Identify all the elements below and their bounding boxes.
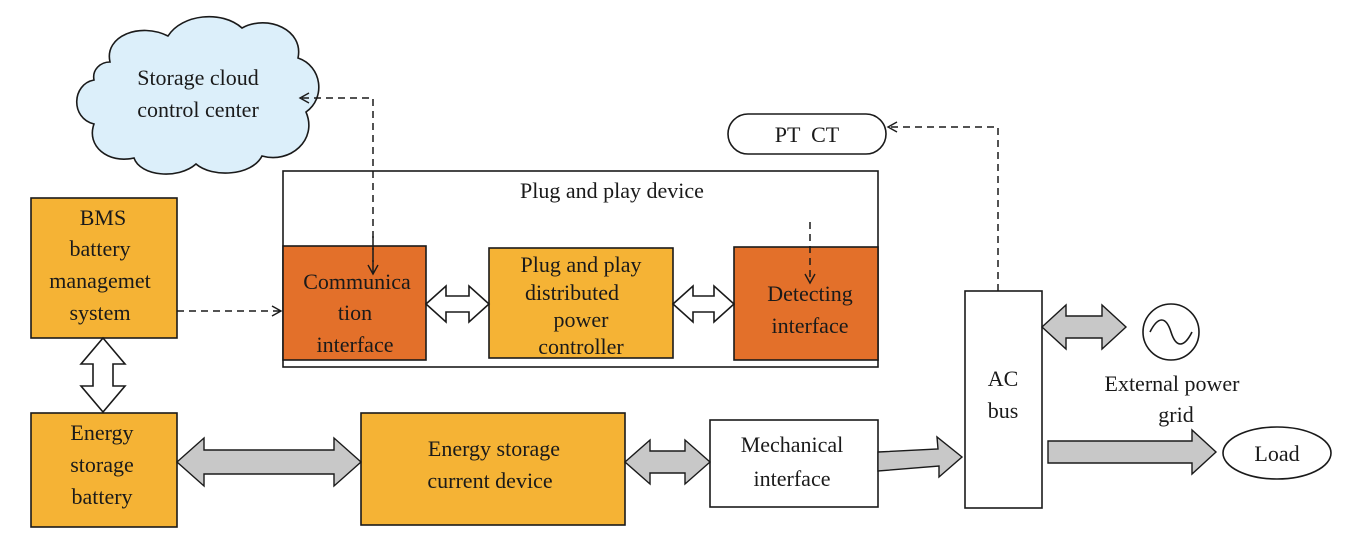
bms-box: BMS battery managemet system [30,197,178,339]
storage-cloud-control-center: Storage cloud control center [75,15,320,175]
mechanical-line-2: interface [754,466,831,491]
controller-line-3: power [554,307,610,332]
controller-detecting-double-arrow [671,284,736,324]
pt-ct-node: PT CT [727,113,887,155]
bms-line-3: managemet [49,268,150,293]
mechanical-acbus-arrow [877,435,964,479]
current-device-mechanical-double-arrow [623,438,712,486]
external-power-grid: External power grid [1105,303,1241,427]
communication-interface-box: Communica tion interface [282,245,427,361]
current-device-line-1: Energy storage [428,436,560,461]
detecting-interface-box: Detecting interface [733,246,879,361]
bms-line-2: battery [69,236,130,261]
external-grid-line-1: External power [1105,371,1241,396]
cloud-label-line-2: control center [137,97,259,122]
ac-source-icon [1142,303,1200,361]
plug-and-play-device-title: Plug and play device [520,178,704,203]
communication-line-2: tion [338,300,372,325]
communication-line-3: interface [317,332,394,357]
pt-ct-label: PT CT [775,122,840,147]
mechanical-interface-box: Mechanical interface [709,419,879,508]
bms-battery-double-arrow [79,336,127,414]
controller-line-2: distributed [525,280,619,305]
load-node: Load [1222,426,1332,480]
controller-line-4: controller [538,334,624,359]
power-controller-box: Plug and play distributed power controll… [488,247,674,359]
current-device-line-2: current device [427,468,552,493]
bms-line-4: system [69,300,130,325]
external-grid-line-2: grid [1158,402,1193,427]
communication-line-1: Communica [303,269,411,294]
energy-storage-battery-box: Energy storage battery [30,412,178,528]
detecting-line-2: interface [772,313,849,338]
ac-bus-line-2: bus [988,398,1019,423]
energy-storage-current-device-box: Energy storage current device [360,412,626,526]
ac-bus-box: AC bus [964,290,1043,509]
controller-line-1: Plug and play [521,252,642,277]
battery-line-2: storage [70,452,134,477]
cloud-label-line-1: Storage cloud [137,65,259,90]
battery-line-3: battery [71,484,132,509]
detecting-line-1: Detecting [767,281,853,306]
acbus-grid-double-arrow [1040,303,1128,351]
battery-current-device-double-arrow [175,436,363,488]
cloud-shape [75,15,320,175]
acbus-to-ptct-dashed-arrow [886,121,999,291]
bms-line-1: BMS [80,205,126,230]
battery-line-1: Energy [70,420,133,445]
communication-controller-double-arrow [424,284,491,324]
acbus-load-arrow [1047,428,1218,476]
mechanical-line-1: Mechanical [741,432,844,457]
load-label: Load [1254,441,1299,466]
ac-bus-line-1: AC [988,366,1019,391]
